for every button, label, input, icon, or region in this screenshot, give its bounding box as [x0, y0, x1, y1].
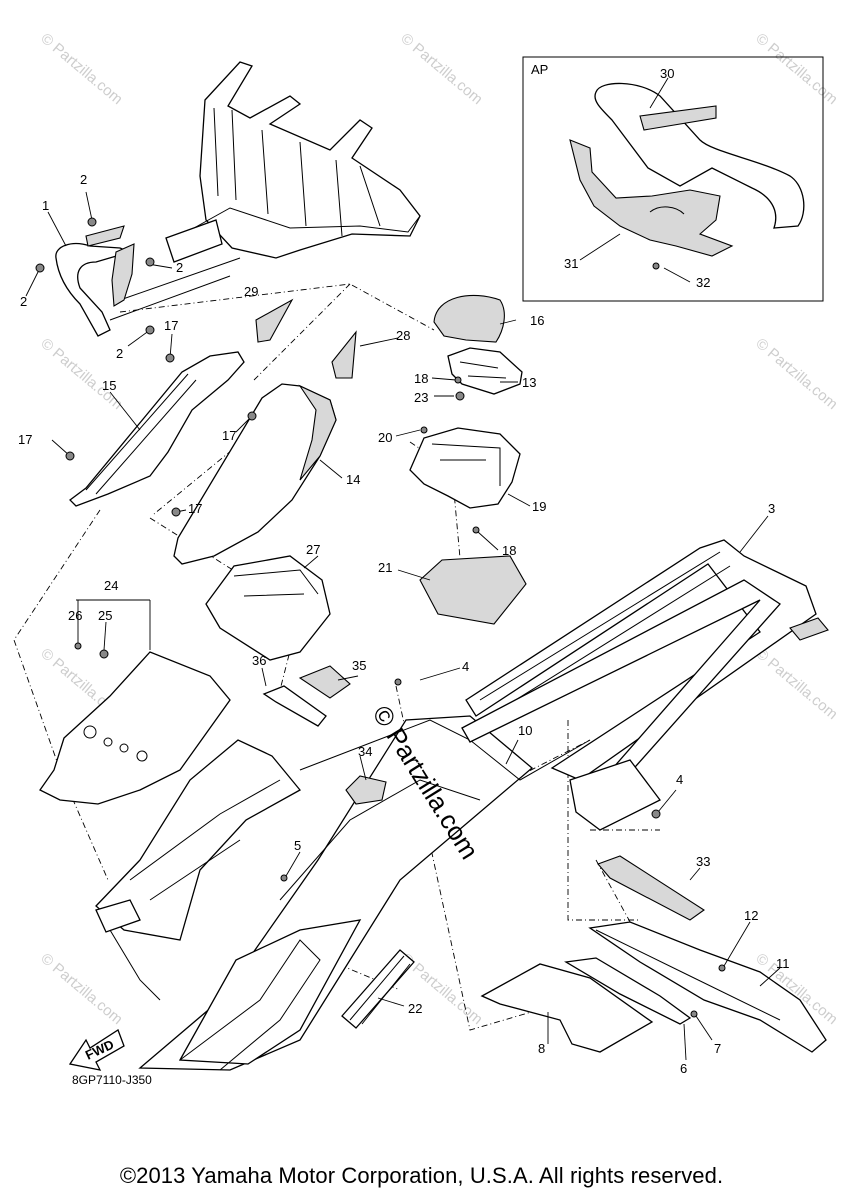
snow-flap-11: [588, 921, 827, 1053]
callout-26: 26: [68, 608, 82, 623]
callout-6: 6: [680, 1061, 687, 1076]
callout-7: 7: [714, 1041, 721, 1056]
callout-33: 33: [696, 854, 710, 869]
callout-labels: 1 2 2 2 2 3 4 4 5 6 7 8 10 11 12 13 14 1…: [18, 66, 790, 1076]
callout-23: 23: [414, 390, 428, 405]
callout-20: 20: [378, 430, 392, 445]
watermark: © Partzilla.com: [37, 950, 125, 1028]
callout-17d: 17: [188, 501, 202, 516]
callout-22: 22: [408, 1001, 422, 1016]
main-frame: [95, 715, 591, 1071]
callout-35: 35: [352, 658, 366, 673]
callout-4b: 4: [676, 772, 683, 787]
callout-10: 10: [518, 723, 532, 738]
callout-1: 1: [42, 198, 49, 213]
plate-24: [39, 651, 231, 805]
callout-8: 8: [538, 1041, 545, 1056]
callout-18a: 18: [414, 371, 428, 386]
strip-36: [262, 685, 327, 727]
diagram-code: 8GP7110-J350: [72, 1073, 152, 1087]
decal-29: [255, 298, 294, 343]
grab-bar-bracket: [639, 105, 717, 131]
fwd-arrow: FWD: [68, 1029, 125, 1071]
callout-16: 16: [530, 313, 544, 328]
watermark: © Partzilla.com: [37, 30, 125, 108]
callout-13: 13: [522, 375, 536, 390]
pad-21: [419, 555, 527, 625]
copyright-footer: ©2013 Yamaha Motor Corporation, U.S.A. A…: [119, 1163, 724, 1188]
callout-18b: 18: [502, 543, 516, 558]
callout-5: 5: [294, 838, 301, 853]
callout-3: 3: [768, 501, 775, 516]
bracket-13: [447, 347, 523, 395]
inset-label: AP: [531, 62, 548, 77]
callout-2b: 2: [176, 260, 183, 275]
callout-36: 36: [252, 653, 266, 668]
callout-29: 29: [244, 284, 258, 299]
callout-2d: 2: [116, 346, 123, 361]
callout-21: 21: [378, 560, 392, 575]
callout-30: 30: [660, 66, 674, 81]
callout-31: 31: [564, 256, 578, 271]
callout-17c: 17: [222, 428, 236, 443]
callout-2a: 2: [80, 172, 87, 187]
watermark: © Partzilla.com: [752, 335, 840, 413]
front-grab-bar-1: [55, 225, 135, 337]
callout-19: 19: [532, 499, 546, 514]
callout-34: 34: [358, 744, 372, 759]
mount-8: [480, 963, 654, 1053]
watermark: © Partzilla.com: [752, 30, 840, 108]
tail-housing-19: [409, 427, 521, 509]
decal-28: [331, 330, 357, 379]
pad-35: [298, 665, 351, 699]
watermark: © Partzilla.com: [397, 30, 485, 108]
callout-4a: 4: [462, 659, 469, 674]
watermark: © Partzilla.com: [752, 645, 840, 723]
track: [179, 939, 321, 1071]
fasteners: [35, 217, 726, 1018]
strip-6: [564, 957, 692, 1025]
watermark: © Partzilla.com: [37, 335, 125, 413]
callout-32: 32: [696, 275, 710, 290]
box-27: [205, 555, 331, 661]
callout-14: 14: [346, 472, 360, 487]
bracket-34: [345, 775, 387, 805]
callout-25: 25: [98, 608, 112, 623]
strip-33: [597, 855, 705, 921]
side-cover-15: [69, 351, 245, 507]
callout-17b: 17: [18, 432, 32, 447]
skid-plate-detail: [649, 206, 685, 215]
skid-plate-31: [569, 139, 734, 257]
side-cover-14: [173, 383, 337, 565]
cover-16: [433, 294, 505, 343]
callout-2c: 2: [20, 294, 27, 309]
callout-15: 15: [102, 378, 116, 393]
callout-27: 27: [306, 542, 320, 557]
inset-frame: [522, 56, 824, 302]
callout-17a: 17: [164, 318, 178, 333]
callout-28: 28: [396, 328, 410, 343]
plate-10: [569, 759, 661, 831]
callout-12: 12: [744, 908, 758, 923]
callout-11: 11: [776, 956, 790, 971]
ap-inset: AP: [522, 56, 824, 302]
callout-24: 24: [104, 578, 118, 593]
upper-frame-assembly: [109, 61, 421, 321]
